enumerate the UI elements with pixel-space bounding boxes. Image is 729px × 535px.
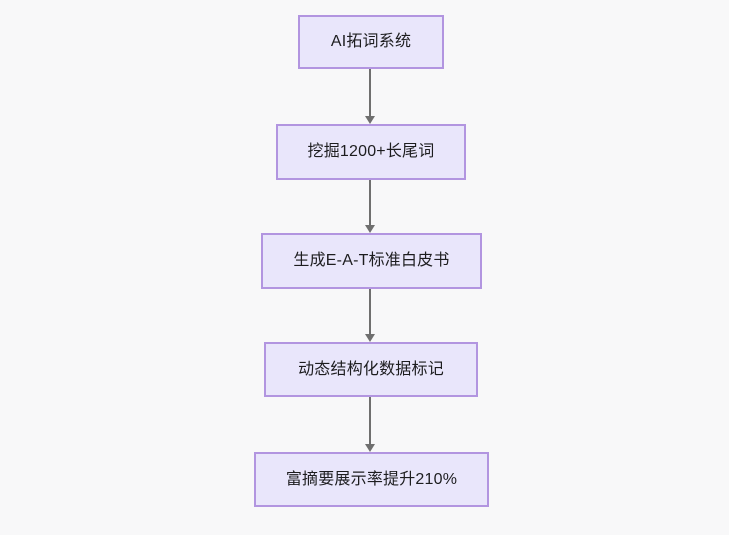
flow-node-5[interactable]: 富摘要展示率提升210%	[254, 452, 489, 507]
flow-node-2[interactable]: 挖掘1200+长尾词	[276, 124, 466, 180]
flow-edge-line	[369, 397, 371, 444]
flow-node-label: 动态结构化数据标记	[298, 360, 444, 378]
flow-edge-line	[369, 69, 371, 116]
flow-node-label: 生成E-A-T标准白皮书	[293, 252, 450, 270]
flow-node-4[interactable]: 动态结构化数据标记	[264, 342, 478, 397]
flow-node-label: 富摘要展示率提升210%	[285, 470, 458, 488]
flow-node-3[interactable]: 生成E-A-T标准白皮书	[261, 233, 482, 289]
flow-node-label: AI拓词系统	[330, 33, 412, 51]
flow-node-label: 挖掘1200+长尾词	[307, 143, 435, 161]
flow-edge-line	[369, 180, 371, 225]
flow-edge-arrowhead-icon	[365, 444, 375, 452]
flow-edge-line	[369, 289, 371, 334]
flow-edge-arrowhead-icon	[365, 334, 375, 342]
flow-edge-arrowhead-icon	[365, 116, 375, 124]
flow-edge-arrowhead-icon	[365, 225, 375, 233]
flow-node-1[interactable]: AI拓词系统	[298, 15, 444, 69]
